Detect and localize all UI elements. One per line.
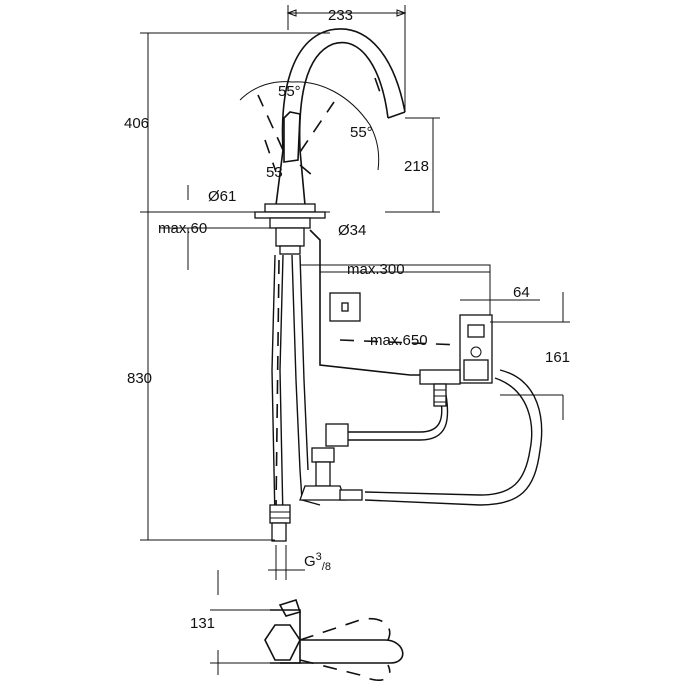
label-hose-length: 830 [127,370,152,387]
label-spout-reach: 233 [328,7,353,24]
valve-block [419,369,461,385]
tee-fitting [311,447,335,463]
label-control-distance: max.300 [347,261,405,278]
dimension-labels: 233 406 55° 55° 53 218 Ø61 Ø34 max.60 ma… [124,7,570,632]
label-angle-left: 55° [278,83,301,100]
label-box-height: 161 [545,349,570,366]
label-spout-height: 218 [404,158,429,175]
label-deck-thickness: max.60 [158,220,207,237]
label-box-width: 64 [513,284,530,301]
faucet-top-view [210,570,404,681]
label-thread-main: G [304,553,316,570]
hoses [271,229,543,521]
label-hole-diameter: Ø34 [338,222,366,239]
label-base-diameter: Ø61 [208,188,236,205]
label-lever-height: 53 [266,164,283,181]
label-top-view-depth: 131 [190,615,215,632]
label-total-height: 406 [124,115,149,132]
components [269,292,493,542]
label-sensor-distance: max.650 [370,332,428,349]
label-thread-sub: /8 [322,561,331,573]
sensor-box [329,292,361,322]
label-thread: G3/8 [304,551,331,573]
label-thread-sup: 3 [316,551,322,563]
dimension-lines [140,5,570,580]
faucet-side-view [239,28,406,255]
label-angle-right: 55° [350,124,373,141]
sensor-module [325,423,349,447]
